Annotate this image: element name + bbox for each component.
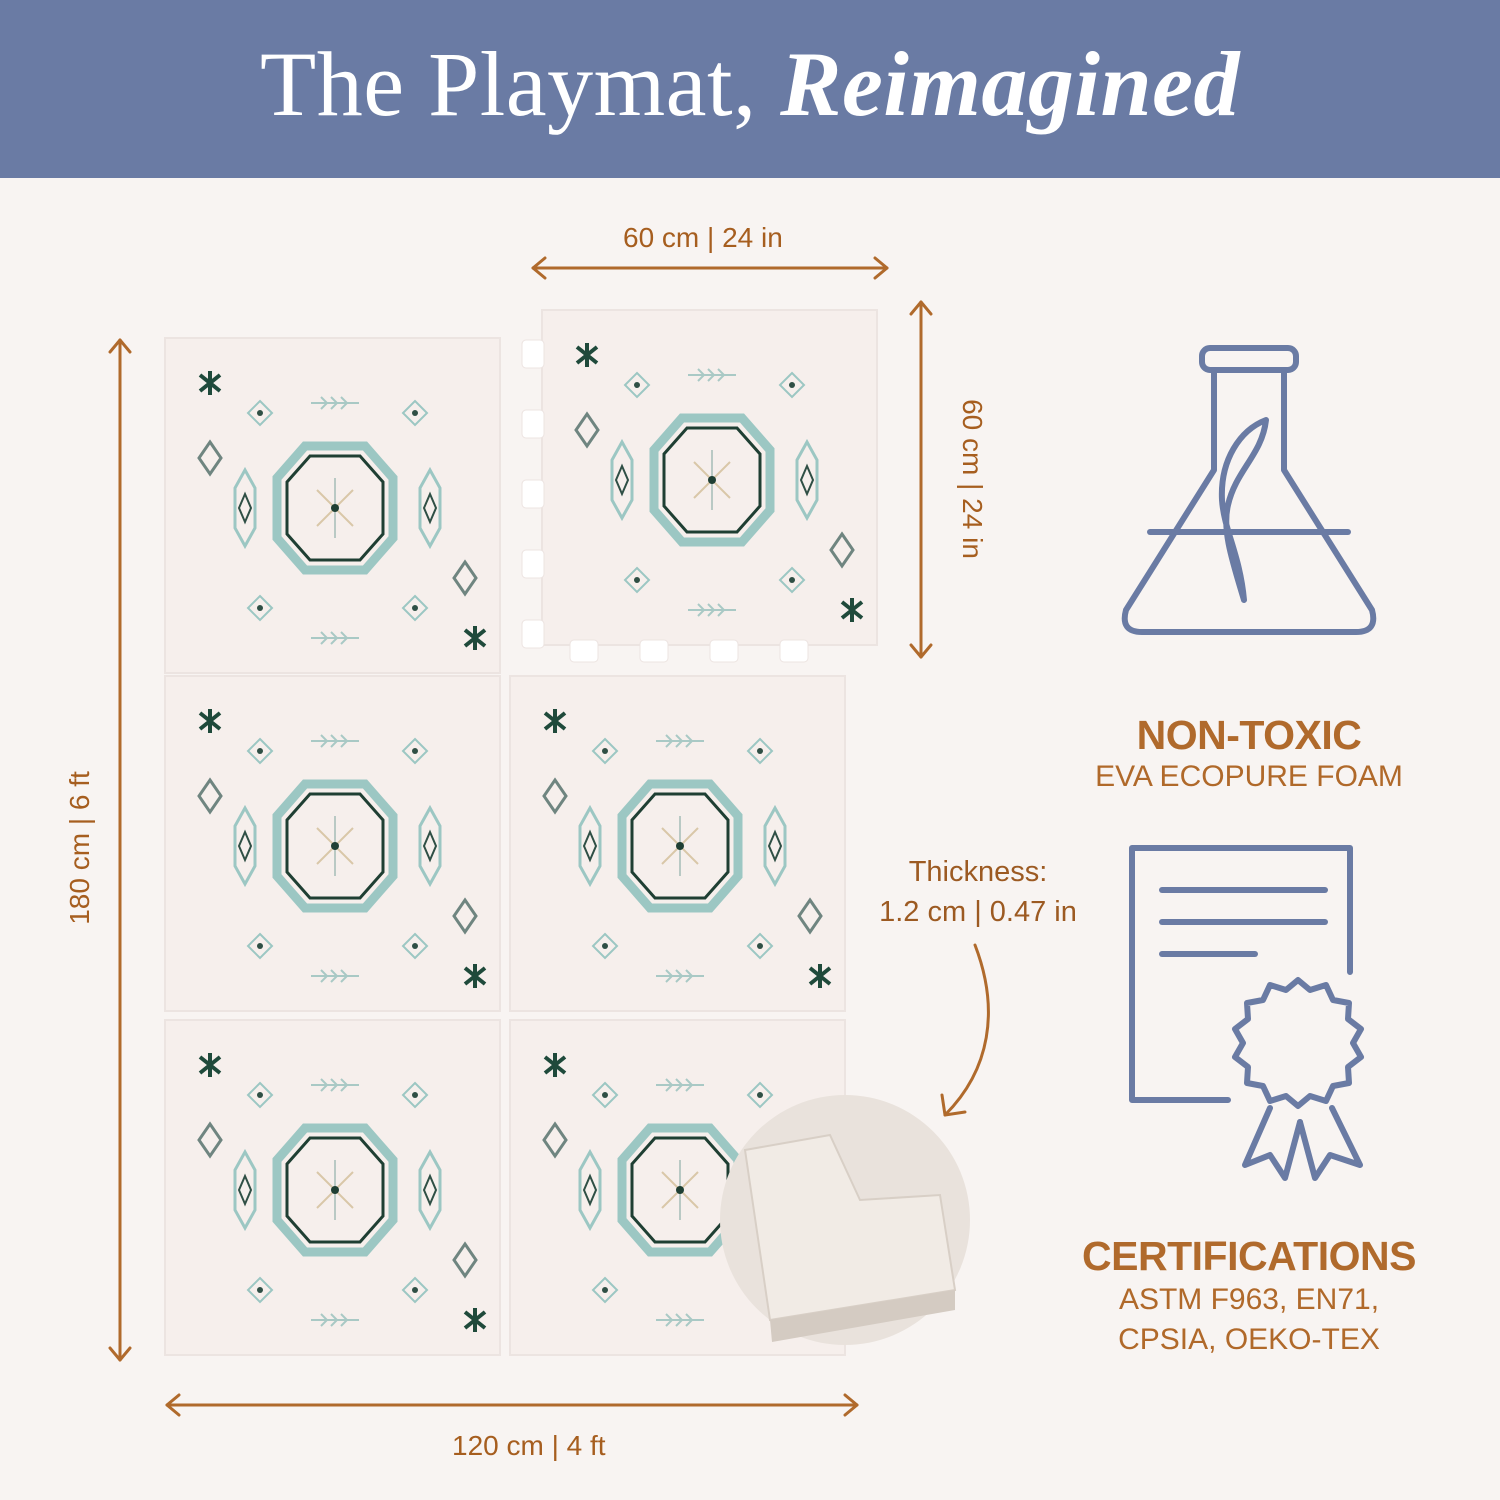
- right-height-label: 60 cm | 24 in: [957, 399, 988, 559]
- header-banner: The Playmat, Reimagined: [0, 0, 1500, 178]
- mat-tile: [165, 676, 500, 1011]
- title-plain: The Playmat,: [260, 33, 757, 135]
- thickness-value: 1.2 cm | 0.47 in: [879, 896, 1077, 928]
- page-title: The Playmat, Reimagined: [260, 31, 1240, 137]
- mat-tile-detached: [542, 310, 877, 645]
- mat-tile: [165, 1020, 500, 1355]
- title-italic: Reimagined: [780, 33, 1240, 135]
- playmat: [165, 310, 877, 1355]
- certifications-line2: CPSIA, OEKO-TEX: [1118, 1323, 1380, 1356]
- mat-tile: [510, 676, 845, 1011]
- thickness-label: Thickness:: [908, 856, 1048, 888]
- dimension-arrows: [108, 256, 990, 1417]
- certifications-title: CERTIFICATIONS: [1082, 1233, 1416, 1279]
- foam-closeup: [720, 1095, 970, 1345]
- left-height-label: 180 cm | 6 ft: [64, 771, 95, 925]
- bottom-width-label: 120 cm | 4 ft: [452, 1430, 606, 1461]
- certifications-line1: ASTM F963, EN71,: [1118, 1283, 1380, 1316]
- top-width-label: 60 cm | 24 in: [623, 222, 783, 253]
- certificate-ribbon-icon: [1129, 845, 1364, 1181]
- flask-leaf-icon: [1121, 345, 1377, 635]
- non-toxic-title: NON-TOXIC: [1136, 712, 1362, 758]
- mat-tile: [165, 338, 500, 673]
- non-toxic-subtitle: EVA ECOPURE FOAM: [1095, 760, 1403, 793]
